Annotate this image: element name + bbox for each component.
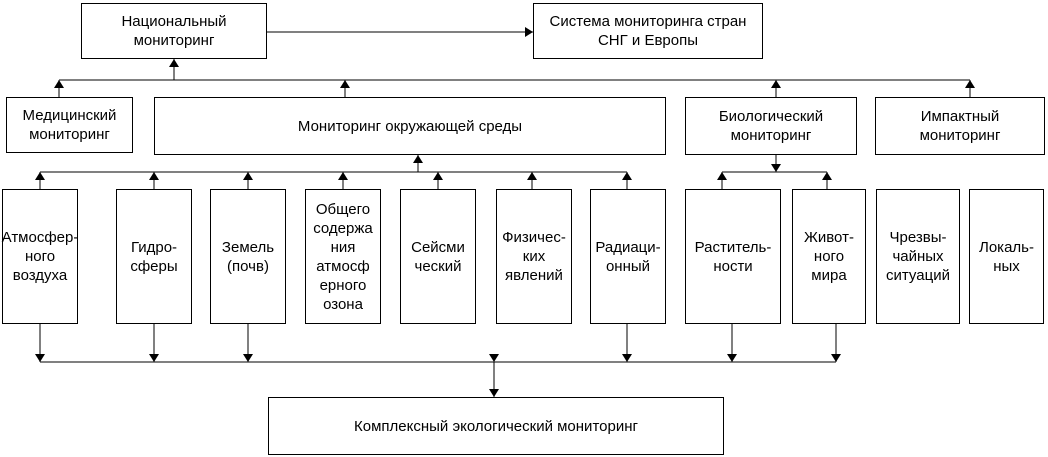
ozone-box: Общего содержа ния атмосф ерного озона bbox=[305, 189, 381, 324]
animal-world-box: Живот- ного мира bbox=[792, 189, 866, 324]
emergency-situations-box: Чрезвы- чайных ситуаций bbox=[876, 189, 960, 324]
integrated-monitoring-box: Комплексный экологический мониторинг bbox=[268, 397, 724, 455]
national-monitoring-box: Национальный мониторинг bbox=[81, 3, 267, 59]
radiation-box: Радиаци- онный bbox=[590, 189, 666, 324]
environment-monitoring-box: Мониторинг окружающей среды bbox=[154, 97, 666, 155]
biological-monitoring-box: Биологический мониторинг bbox=[685, 97, 857, 155]
medical-monitoring-box: Медицинский мониторинг bbox=[6, 97, 133, 153]
vegetation-box: Раститель- ности bbox=[685, 189, 781, 324]
hydrosphere-box: Гидро- сферы bbox=[116, 189, 192, 324]
physical-phenomena-box: Физичес- ких явлений bbox=[496, 189, 572, 324]
local-box: Локаль- ных bbox=[969, 189, 1044, 324]
cis-europe-monitoring-box: Система мониторинга стран СНГ и Европы bbox=[533, 3, 763, 59]
impact-monitoring-box: Импактный мониторинг bbox=[875, 97, 1045, 155]
atmospheric-air-box: Атмосфер- ного воздуха bbox=[2, 189, 78, 324]
lands-soils-box: Земель (почв) bbox=[210, 189, 286, 324]
seismic-box: Сейсми ческий bbox=[400, 189, 476, 324]
